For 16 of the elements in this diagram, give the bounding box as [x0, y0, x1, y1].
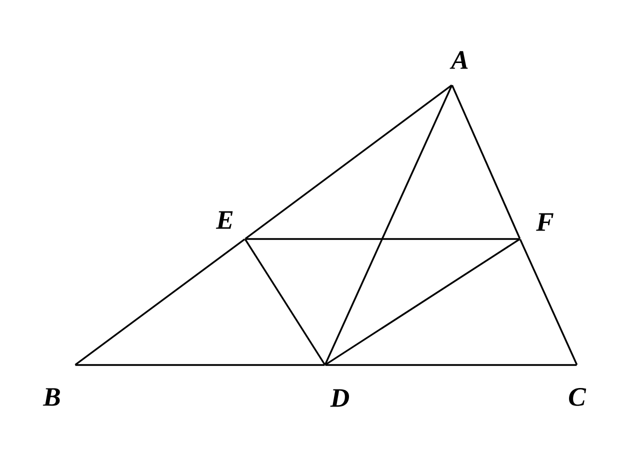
line-segment	[75, 364, 325, 366]
line-segment	[244, 238, 326, 366]
point-label: B	[42, 388, 60, 406]
line-segment	[74, 238, 246, 366]
point-label: D	[330, 389, 349, 407]
line-segment	[244, 84, 452, 240]
line-segment	[519, 238, 578, 366]
line-segment	[245, 238, 520, 240]
line-segment	[324, 84, 453, 366]
point-label: A	[450, 51, 468, 69]
point-label: C	[569, 388, 586, 406]
line-segment	[324, 238, 520, 366]
line-segment	[451, 84, 521, 240]
point-label: F	[536, 213, 554, 231]
line-segment	[325, 364, 577, 366]
point-label: E	[216, 211, 233, 229]
